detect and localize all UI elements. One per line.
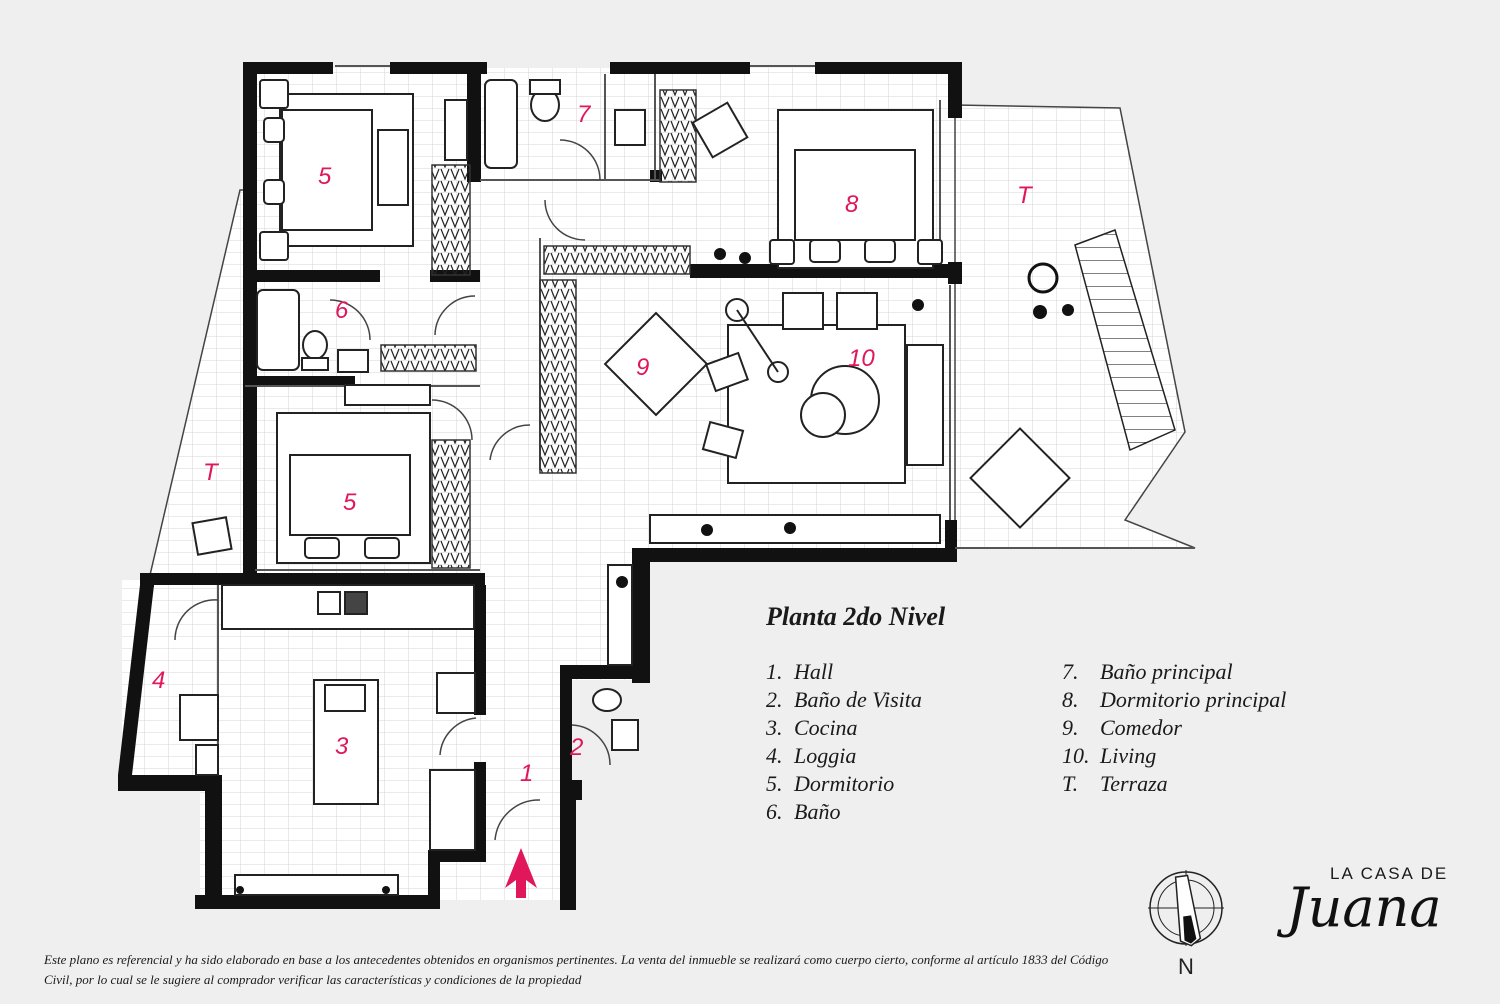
dining-table: [603, 311, 1071, 529]
beds: [259, 79, 943, 564]
legend-item: 8.Dormitorio principal: [1062, 687, 1287, 712]
bath-fixtures: [256, 79, 646, 751]
plan-title: Planta 2do Nivel: [766, 602, 946, 631]
walls: [118, 62, 962, 910]
legend-right: 7.Baño principal 8.Dormitorio principal …: [1062, 658, 1286, 798]
legend-left: 1.Hall 2.Baño de Visita 3.Cocina 4.Loggi…: [766, 658, 922, 826]
room-label: 4: [152, 667, 165, 694]
disclaimer-text: Este plano es referencial y ha sido elab…: [44, 952, 1109, 987]
room-label: 9: [636, 354, 649, 381]
legend-item: 6.Baño: [766, 799, 841, 824]
legend-item: T.Terraza: [1062, 771, 1168, 796]
brand-top-text: LA CASA DE: [1330, 864, 1449, 883]
room-label: 2: [569, 734, 583, 761]
legend-item: 10.Living: [1062, 743, 1157, 768]
legend-item: 2.Baño de Visita: [766, 687, 922, 712]
bed-room-5-bottom: [276, 412, 431, 564]
room-label: 5: [318, 163, 332, 190]
room-label: 7: [577, 101, 592, 128]
room-labels: 5 7 8 T 6 9 10 5 T 4 3 2 1: [152, 101, 1034, 787]
doors: [174, 139, 611, 841]
room-label: 5: [343, 489, 357, 516]
legend-item: 5.Dormitorio: [766, 771, 895, 796]
kitchen: [179, 564, 633, 896]
compass-icon: N: [1148, 870, 1224, 978]
brand-logo: LA CASA DE Juana: [1286, 862, 1470, 972]
room-label: 6: [335, 297, 349, 324]
legend-item: 3.Cocina: [766, 715, 858, 740]
legend-item: 9.Comedor: [1062, 715, 1182, 740]
living-furniture: [701, 292, 944, 484]
furniture-misc: [191, 99, 941, 851]
brand-script-text: Juana: [1286, 876, 1442, 939]
stairs: [1074, 229, 1176, 452]
legend-item: 7.Baño principal: [1062, 659, 1233, 684]
legend-item: 4.Loggia: [766, 743, 857, 768]
plant-icon: [236, 248, 1074, 894]
legend-item: 1.Hall: [766, 659, 834, 684]
room-label: T: [203, 459, 220, 486]
compass-north-label: N: [1178, 954, 1194, 978]
entrance-arrow-icon: [505, 848, 537, 898]
room-label: 10: [848, 345, 875, 372]
room-label: 1: [520, 760, 533, 787]
wardrobes: [380, 89, 697, 569]
room-label: T: [1017, 182, 1034, 209]
bed-room-8: [777, 109, 934, 269]
room-label: 8: [845, 191, 859, 218]
room-label: 3: [335, 733, 349, 760]
